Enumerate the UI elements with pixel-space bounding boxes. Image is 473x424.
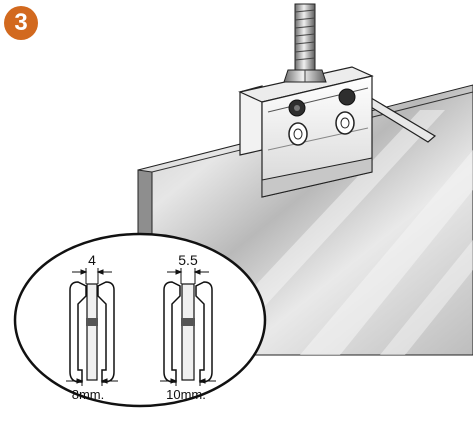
threaded-rod — [283, 3, 327, 83]
detail-lens: 4 5.5 8mm. 10mm. — [13, 232, 267, 408]
gap-label-right: 5.5 — [178, 252, 198, 268]
step-number-badge: 3 — [4, 6, 38, 40]
glass-clamp — [238, 66, 374, 198]
gap-label-left: 4 — [88, 252, 96, 268]
profile-10mm — [163, 281, 213, 383]
thickness-label-left: 8mm. — [72, 387, 105, 402]
profile-8mm — [69, 281, 115, 383]
thickness-label-right: 10mm. — [166, 387, 206, 402]
dimension-lines — [66, 268, 216, 386]
